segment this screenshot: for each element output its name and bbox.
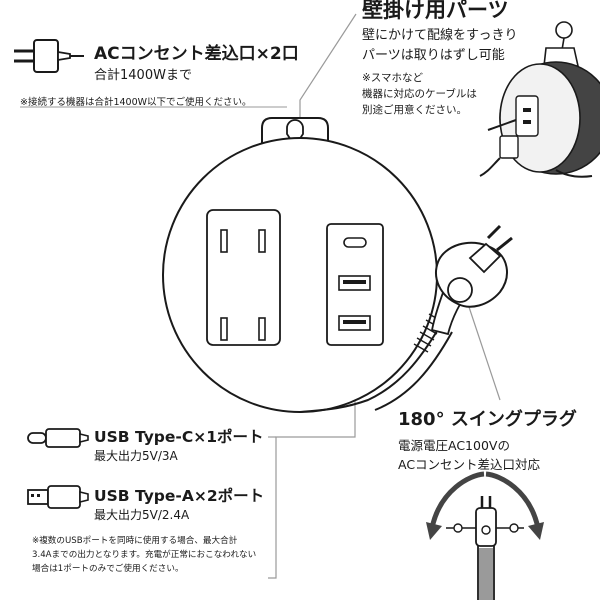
mount-desc-line2: パーツは取りはずし可能: [362, 48, 505, 63]
usb-a-title: USB Type-A×2ポート: [94, 487, 265, 505]
mount-note-line3: 別途ご用意ください。: [362, 104, 467, 116]
plug-title: 180° スイングプラグ: [398, 409, 577, 430]
power-strip-body: [162, 137, 438, 413]
usb-note-line2: 3.4Aまでの出力となります。充電が正常におこなわれない: [32, 550, 257, 560]
plug-desc-line1: 電源電圧AC100Vの: [398, 438, 510, 453]
usb-a-cable-icon: [27, 485, 89, 509]
mount-leader-line: [299, 13, 357, 118]
mount-note-line2: 機器に対応のケーブルは: [362, 88, 477, 100]
usb-port-panel: [326, 223, 384, 346]
plug-leader-line: [465, 297, 501, 401]
mount-note-line1: ※スマホなど: [362, 72, 423, 84]
usb-a-subtitle: 最大出力5V/2.4A: [94, 508, 190, 522]
usb-c-subtitle: 最大出力5V/3A: [94, 449, 178, 463]
wall-mount-illustration: [479, 21, 600, 178]
cord-and-plug: [299, 224, 513, 413]
usb-c-title: USB Type-C×1ポート: [94, 428, 264, 446]
usb-note-line1: ※複数のUSBポートを同時に使用する場合、最大合計: [32, 536, 238, 546]
ac-subtitle: 合計1400Wまで: [94, 68, 192, 83]
plug-desc-line2: ACコンセント差込口対応: [398, 457, 541, 472]
swing-plug-illustration: [426, 471, 544, 600]
ac-title: ACコンセント差込口×2口: [94, 44, 299, 64]
mount-desc-line1: 壁にかけて配線をすっきり: [362, 28, 518, 43]
ac-outlet-panel: [206, 209, 281, 346]
usb-c-cable-icon: [27, 428, 89, 448]
ac-plug-icon: [14, 39, 84, 73]
ac-note: ※接続する機器は合計1400W以下でご使用ください。: [20, 97, 252, 108]
usb-note-line3: 場合は1ポートのみでご使用ください。: [32, 564, 184, 574]
usb-c-port: [343, 237, 367, 248]
mount-title: 壁掛け用パーツ: [362, 0, 509, 22]
